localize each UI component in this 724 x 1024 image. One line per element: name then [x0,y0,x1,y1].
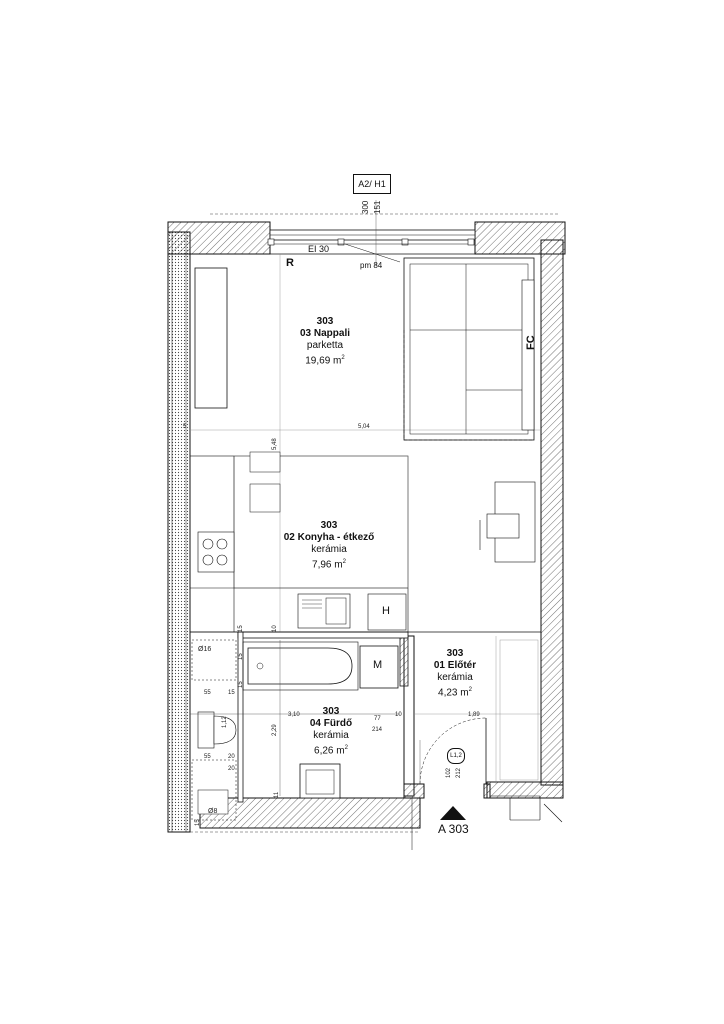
pipe-8: Ø8 [208,808,218,815]
dim-height: 5,48 [272,438,278,450]
dim-width: 5,04 [358,424,370,430]
dim-229: 2,29 [272,724,278,736]
dim-214: 214 [372,727,383,733]
room-area: 7,96 m2 [312,559,346,571]
dim-212: 212 [456,767,462,778]
room-area: 4,23 m2 [438,687,472,699]
pipe-16: Ø16 [198,646,212,653]
room-area: 6,26 m2 [314,745,348,757]
mark-r: R [286,257,294,269]
room-label-eloter: 303 01 Előtér kerámia 4,23 m2 [410,648,500,699]
mark-h: H [382,605,390,617]
dim-55b: 55 [204,754,211,760]
dim-77: 77 [374,716,381,722]
door-tag-label: L1,2 [450,753,462,759]
room-number: 303 [322,706,340,717]
room-label-furdo: 303 04 Fürdő kerámia 6,26 m2 [286,706,376,757]
section-label: A 303 [438,822,469,836]
room-number: 303 [316,316,334,327]
room-material: kerámia [311,544,347,555]
room-number: 303 [320,520,338,531]
dim-10c: 10 [395,712,402,718]
dim-310: 3,10 [288,712,300,718]
room-name: 03 Nappali [299,328,351,339]
top-marker-label: A2/ H1 [358,179,386,189]
dim-20a: 20 [228,754,235,760]
room-area: 19,69 m2 [305,355,345,367]
top-dim-300: 300 [361,200,370,214]
dim-5: 5 [183,424,187,430]
room-material: parketta [306,340,344,351]
dim-55a: 55 [204,690,211,696]
top-dim-151: 151 [373,200,382,214]
room-name: 04 Fürdő [309,718,353,729]
mark-m: M [373,659,383,671]
room-material: kerámia [437,672,473,683]
dim-112: 1,12 [222,716,228,728]
room-name: 02 Konyha - étkező [283,532,375,543]
window-note: pm 84 [360,261,383,270]
dim-189: 1,89 [468,712,480,718]
room-number: 303 [446,648,464,659]
room-label-konyha: 303 02 Konyha - étkező kerámia 7,96 m2 [264,520,394,571]
room-name: 01 Előtér [433,660,477,671]
dim-15c: 15 [228,690,235,696]
room-material: kerámia [313,730,349,741]
dim-102: 102 [446,767,452,778]
dim-15b: 15 [238,653,244,660]
dim-15a: 15 [238,625,244,632]
top-marker-box: A2/ H1 [353,174,391,194]
window-tag: EI 30 [308,244,330,254]
interior-lines [189,200,563,850]
window [210,213,560,263]
door-tag: L1,2 [447,748,465,764]
dim-15d: 15 [195,819,201,826]
dim-11: 11 [274,791,280,798]
mark-fc: FC [525,335,537,350]
dim-15c-v: 15 [238,681,244,688]
dim-10a: 10 [272,625,278,632]
section-arrow-icon [440,806,466,820]
room-label-nappali: 303 03 Nappali parketta 19,69 m2 [270,316,380,367]
dim-20b: 20 [228,766,235,772]
